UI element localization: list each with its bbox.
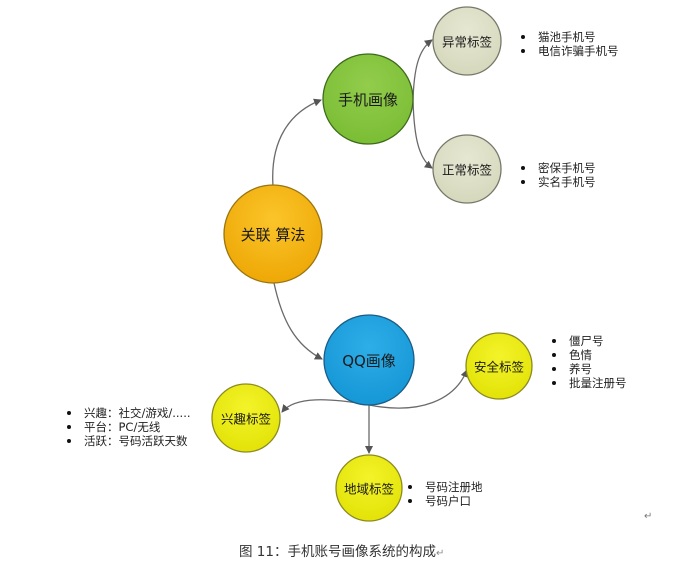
bullet-item: 养号: [549, 362, 627, 376]
node-region-tag: 地域标签: [335, 454, 403, 522]
edge-phone-to-abnormal: [412, 39, 433, 101]
node-security-tag: 安全标签: [465, 332, 533, 400]
node-interest-tag: 兴趣标签: [211, 383, 281, 453]
edge-phone-to-normal: [412, 99, 433, 169]
edge-root-to-qq: [273, 282, 323, 360]
bullet-item: 猫池手机号: [518, 30, 619, 44]
caption-text: 图 11：手机账号画像系统的构成: [239, 544, 436, 560]
node-label: 正常标签: [442, 163, 493, 178]
node-label: 地域标签: [344, 482, 395, 497]
bullet-item: 密保手机号: [518, 161, 596, 175]
node-label: 安全标签: [474, 360, 525, 375]
node-label: QQ画像: [342, 352, 396, 370]
bullet-item: 活跃：号码活跃天数: [64, 434, 191, 448]
bullet-item: 实名手机号: [518, 175, 596, 189]
bullet-item: 号码注册地: [405, 480, 483, 494]
node-label: 关联 算法: [241, 226, 306, 244]
interest-tag-bullets: 兴趣：社交/游戏/..... 平台：PC/无线 活跃：号码活跃天数: [64, 406, 191, 448]
bullet-item: 号码户口: [405, 494, 483, 508]
bullet-item: 兴趣：社交/游戏/.....: [64, 406, 191, 420]
normal-tag-bullets: 密保手机号 实名手机号: [518, 161, 596, 189]
node-qq-profile: QQ画像: [323, 314, 415, 406]
edge-qq-to-security: [368, 369, 469, 409]
bullet-item: 批量注册号: [549, 376, 627, 390]
bullet-item: 色情: [549, 348, 627, 362]
return-mark-icon: ↵: [435, 548, 445, 559]
node-normal-tag: 正常标签: [432, 134, 502, 204]
node-label: 兴趣标签: [221, 412, 272, 427]
figure-caption: 图 11：手机账号画像系统的构成↵: [239, 540, 444, 560]
security-tag-bullets: 僵尸号 色情 养号 批量注册号: [549, 334, 627, 390]
paragraph-mark-icon: ↵: [644, 511, 653, 522]
bullet-item: 平台：PC/无线: [64, 420, 191, 434]
bullet-item: 僵尸号: [549, 334, 627, 348]
node-label: 手机画像: [338, 91, 398, 109]
node-phone-profile: 手机画像: [322, 53, 414, 145]
edge-root-to-phone: [272, 98, 322, 187]
bullet-item: 电信诈骗手机号: [518, 44, 619, 58]
abnormal-tag-bullets: 猫池手机号 电信诈骗手机号: [518, 30, 619, 58]
node-label: 异常标签: [442, 35, 493, 50]
region-tag-bullets: 号码注册地 号码户口: [405, 480, 483, 508]
node-association-algorithm: 关联 算法: [223, 184, 323, 284]
node-abnormal-tag: 异常标签: [432, 6, 502, 76]
